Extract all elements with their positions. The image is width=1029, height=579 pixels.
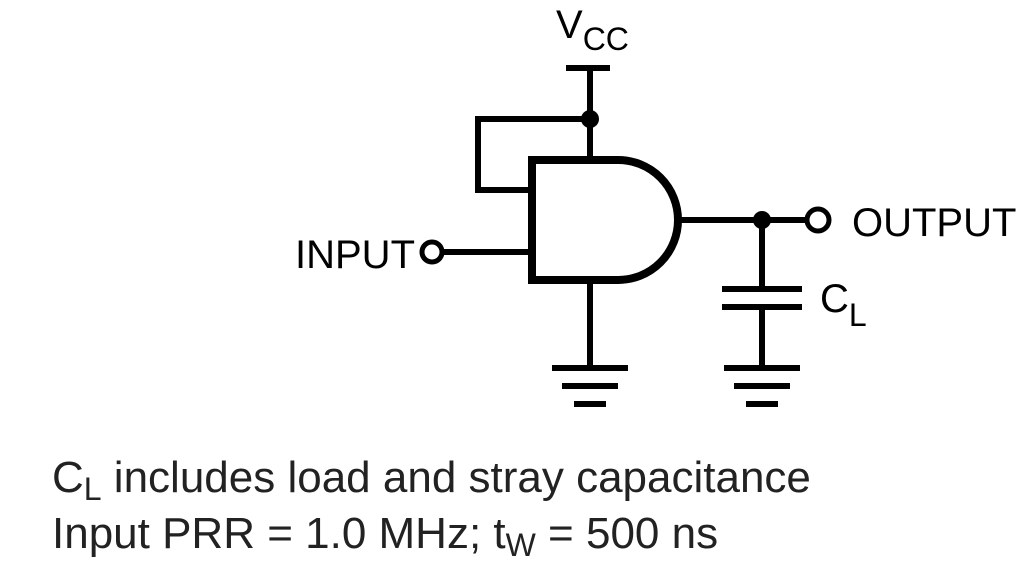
gate-ground-symbol xyxy=(552,365,628,407)
cap-ground-symbol xyxy=(724,365,800,407)
note-input-prr: Input PRR = 1.0 MHz; tW = 500 ns xyxy=(52,509,719,563)
test-conditions-notes: CL includes load and stray capacitance I… xyxy=(52,450,811,562)
output-label: OUTPUT xyxy=(852,201,1016,245)
input-terminal xyxy=(419,239,445,265)
cl-label: CL xyxy=(820,277,867,333)
load-capacitor xyxy=(722,286,802,310)
test-circuit-schematic: VCC INPUT OUTPUT CL xyxy=(295,3,1016,407)
note-load-capacitance: CL includes load and stray capacitance xyxy=(52,453,811,507)
vcc-label: VCC xyxy=(556,3,629,57)
and-gate xyxy=(528,156,682,284)
tie-high-wire xyxy=(475,116,590,193)
input-label: INPUT xyxy=(295,233,415,277)
output-terminal xyxy=(804,206,832,234)
